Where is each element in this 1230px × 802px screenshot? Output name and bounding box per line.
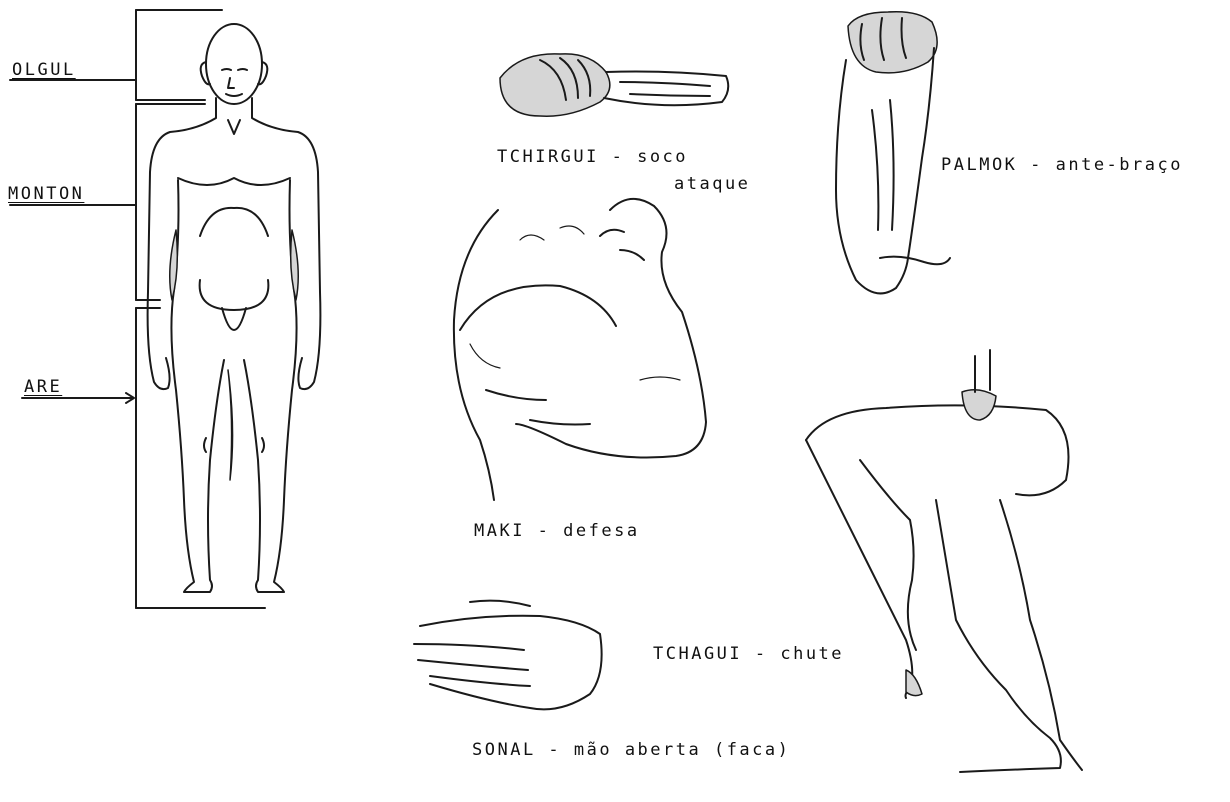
label-tchagui: TCHAGUI - chute	[653, 644, 844, 664]
hand-sketch	[414, 601, 602, 710]
forearm-sketch	[836, 12, 950, 294]
human-figure	[148, 24, 321, 592]
label-are: ARE	[24, 377, 62, 397]
label-tchirgui-sub: ataque	[674, 174, 750, 194]
label-olgul: OLGUL	[12, 60, 76, 80]
label-sonal: SONAL - mão aberta (faca)	[472, 740, 790, 760]
arm-sketch	[454, 199, 706, 500]
label-palmok: PALMOK - ante-braço	[941, 155, 1183, 175]
fist-sketch	[500, 54, 728, 116]
label-maki: MAKI - defesa	[474, 521, 640, 541]
label-monton: MONTON	[8, 184, 84, 204]
label-tchirgui: TCHIRGUI - soco	[497, 147, 688, 167]
leg-sketch	[806, 350, 1082, 772]
